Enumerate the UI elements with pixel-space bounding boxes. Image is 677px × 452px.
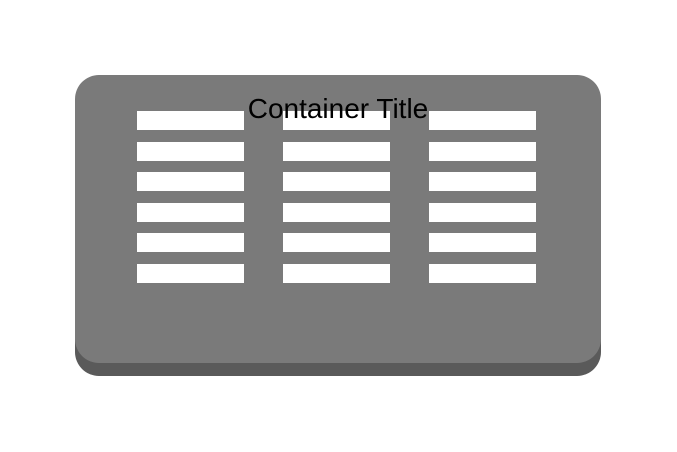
row-bar <box>429 141 536 161</box>
row-bar <box>137 172 244 192</box>
row-bar <box>429 111 536 130</box>
row-bar <box>283 233 390 253</box>
column-3 <box>429 111 536 295</box>
column-1 <box>137 111 244 295</box>
row-bar <box>137 141 244 161</box>
container: Container Title <box>75 75 601 363</box>
row-bar <box>137 263 244 283</box>
row-bar <box>137 111 244 130</box>
row-bar <box>283 141 390 161</box>
column-2 <box>283 111 390 295</box>
row-bar <box>429 172 536 192</box>
row-bar <box>429 263 536 283</box>
row-bar <box>283 202 390 222</box>
container-title: Container Title <box>247 93 429 124</box>
row-bar <box>429 202 536 222</box>
row-bar <box>137 202 244 222</box>
row-bar <box>137 233 244 253</box>
row-bar <box>283 172 390 192</box>
row-bar <box>429 233 536 253</box>
row-bar <box>283 263 390 283</box>
row-bar <box>283 111 390 130</box>
